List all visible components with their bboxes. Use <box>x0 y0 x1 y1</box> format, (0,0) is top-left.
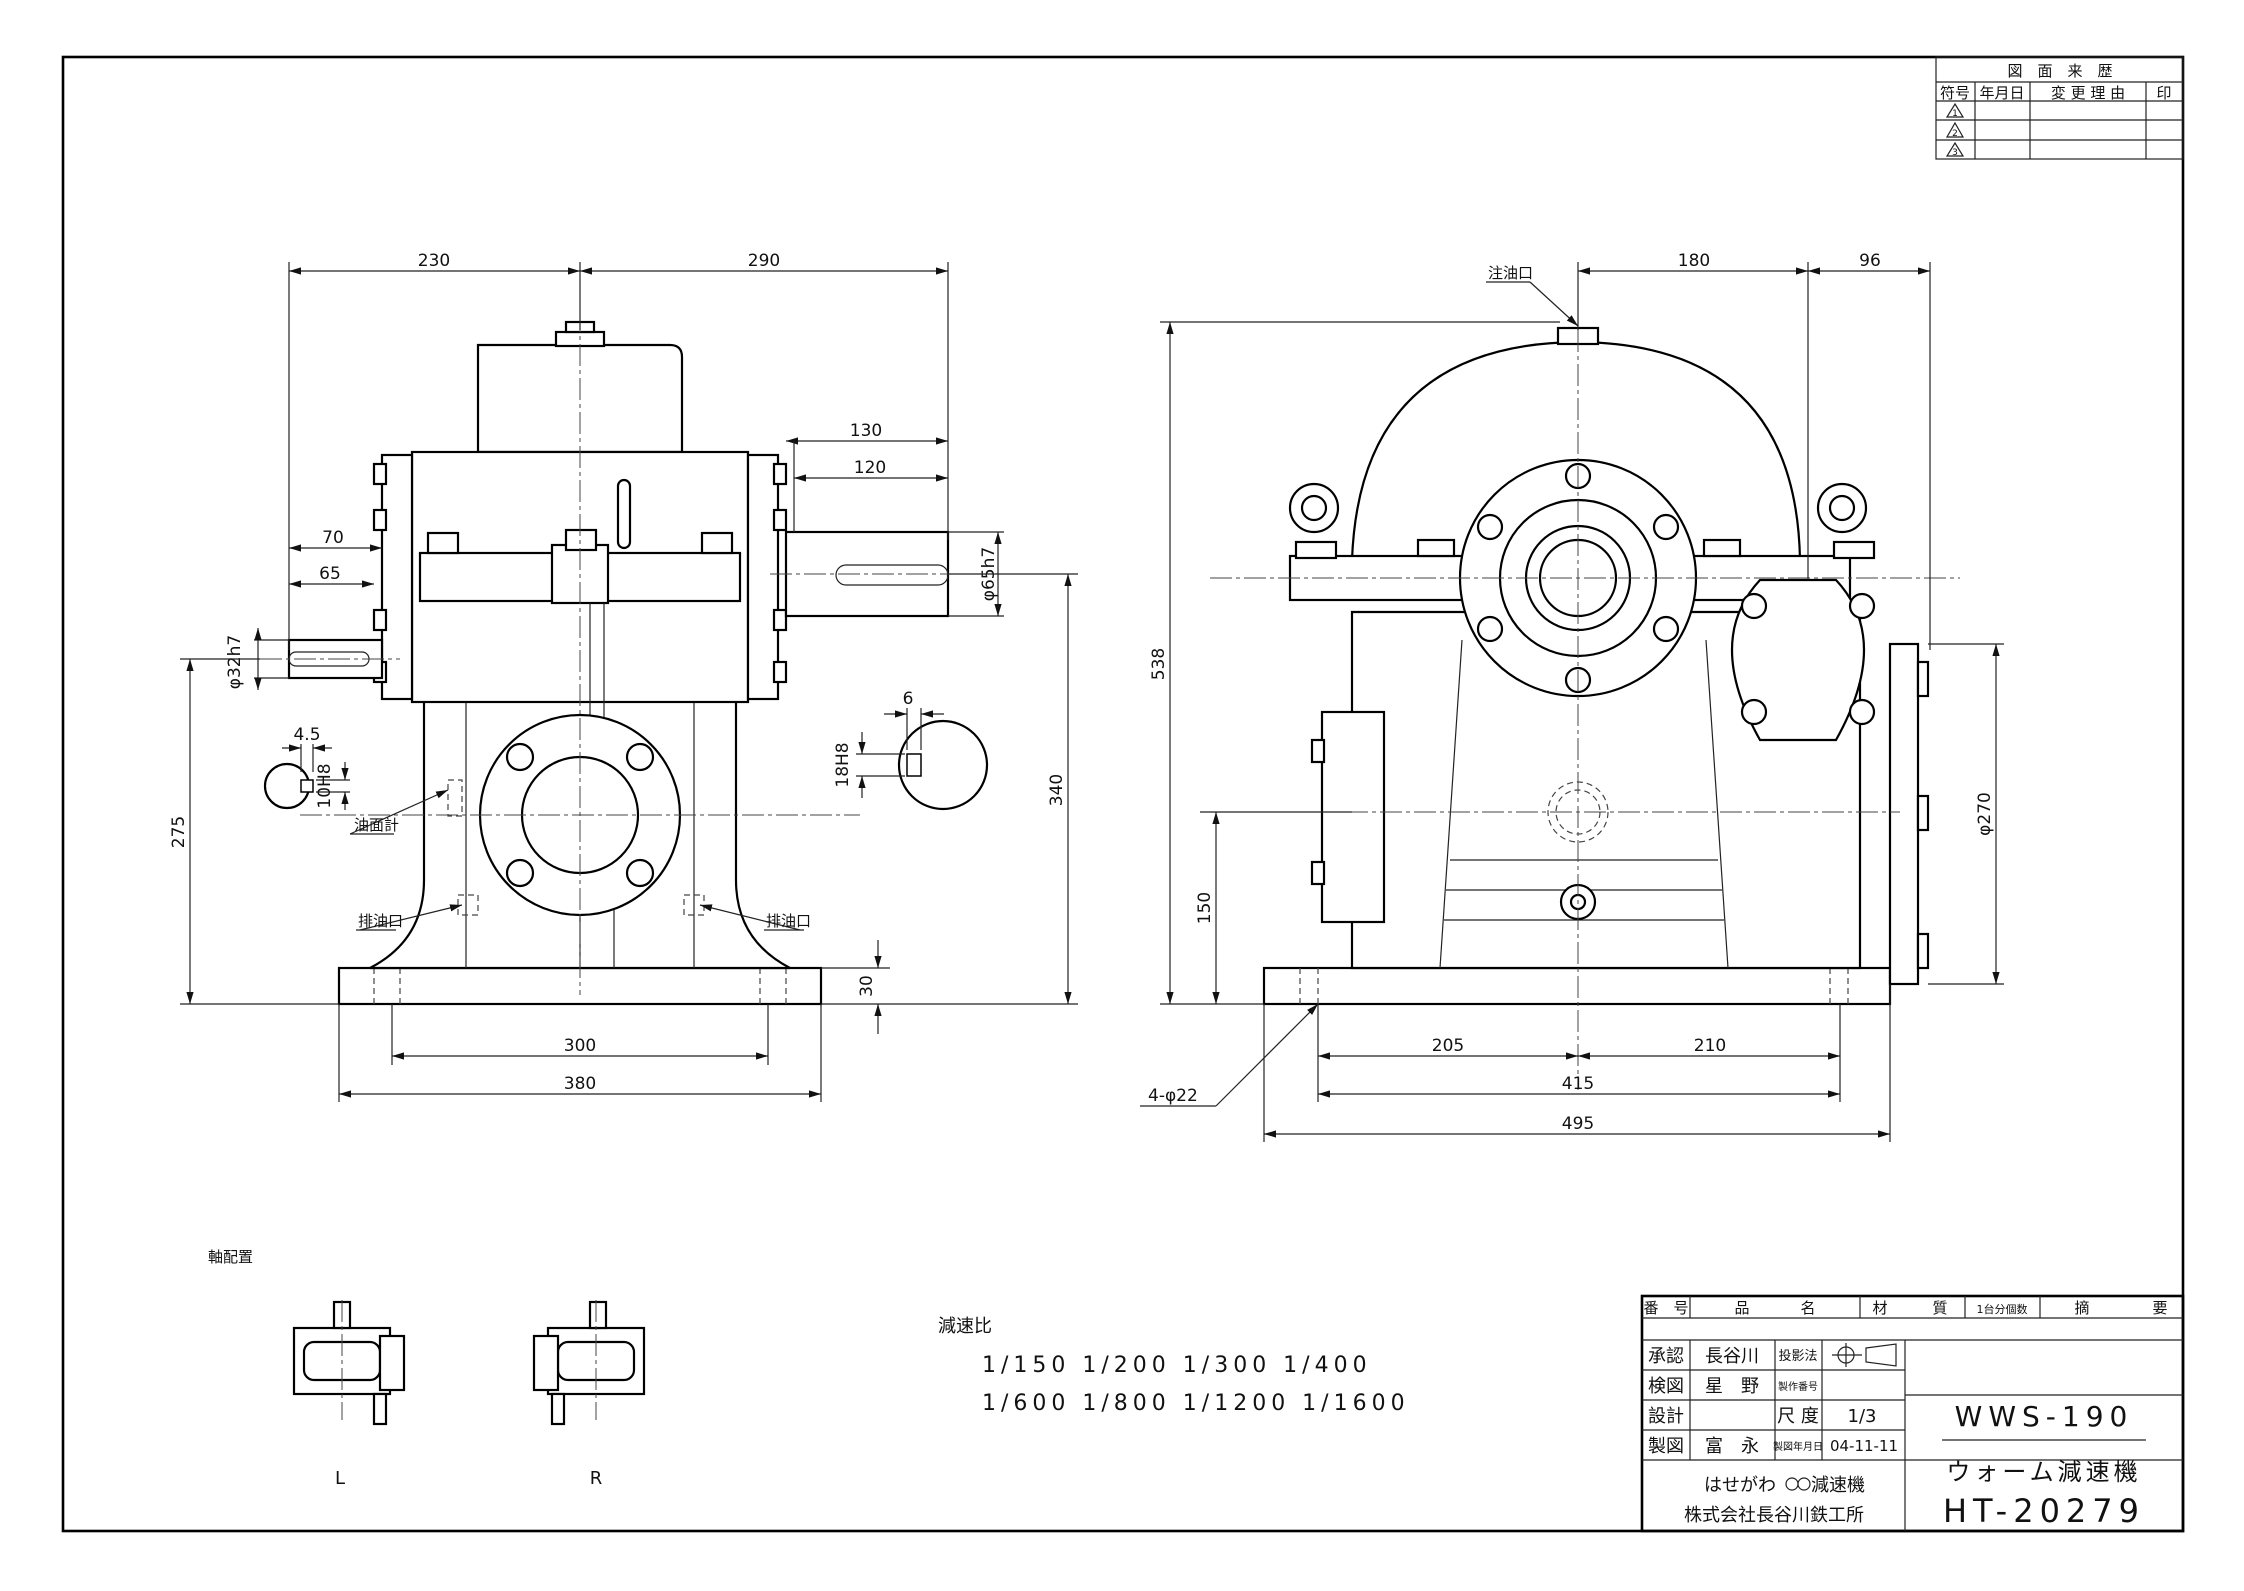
dim-495: 495 <box>1562 1114 1594 1134</box>
tb-header-material-2: 質 <box>1932 1299 1947 1317</box>
label-drain-left: 排油口 <box>358 912 403 930</box>
dim-65: 65 <box>319 564 341 584</box>
tb-header-remarks-1: 摘 <box>2074 1299 2089 1317</box>
shaft-arrangement-title: 軸配置 <box>208 1248 253 1266</box>
dim-phi32h7: φ32h7 <box>225 635 245 689</box>
svg-text:3: 3 <box>1952 148 1958 158</box>
front-view <box>260 310 989 1006</box>
dim-415: 415 <box>1562 1074 1594 1094</box>
tb-product: ウォーム減速機 <box>1946 1458 2141 1486</box>
dim-18h8: 18H8 <box>833 742 853 787</box>
revision-header-date: 年月日 <box>1979 84 2024 102</box>
dim-300: 300 <box>564 1036 596 1056</box>
svg-text:2: 2 <box>1952 129 1958 139</box>
tb-header-name-1: 品 <box>1734 1299 1749 1317</box>
dim-130: 130 <box>850 421 882 441</box>
tb-projection-label: 投影法 <box>1778 1348 1817 1364</box>
front-view-dimensions: 230 290 130 120 70 65 φ32h7 φ65h7 4.5 10… <box>169 251 1078 1102</box>
revision-mark-2: 2 <box>1945 121 1965 139</box>
tb-scale-value: 1/3 <box>1848 1406 1877 1427</box>
dim-96: 96 <box>1859 251 1881 271</box>
tb-company-line-1b: 減速機 <box>1811 1475 1865 1496</box>
label-oil-fill: 注油口 <box>1488 264 1533 282</box>
shaft-label-r: R <box>590 1468 603 1489</box>
side-view <box>1210 262 1960 1090</box>
tb-date-label: 製図年月日 <box>1773 1440 1823 1453</box>
tb-design-label: 設計 <box>1648 1406 1684 1427</box>
tb-header-remarks-2: 要 <box>2152 1299 2167 1317</box>
dim-4-phi22: 4-φ22 <box>1148 1086 1198 1106</box>
revision-header-seal: 印 <box>2156 84 2171 102</box>
reduction-title: 減速比 <box>938 1316 992 1337</box>
dim-275: 275 <box>169 816 189 848</box>
dim-4-5: 4.5 <box>293 725 320 745</box>
tb-company-line-1: はせがわ <box>1704 1475 1776 1496</box>
revision-header-mark: 符号 <box>1940 84 1970 102</box>
reduction-line-2: 1/600 1/800 1/1200 1/1600 <box>982 1391 1410 1416</box>
side-view-dimensions: 180 96 538 150 φ270 205 210 415 495 4-φ2… <box>1140 251 2004 1142</box>
revision-header-reason: 変 更 理 由 <box>2051 84 2125 102</box>
sheet-border <box>61 55 2185 1533</box>
dim-6: 6 <box>903 689 914 709</box>
reduction-ratio: 減速比 1/150 1/200 1/300 1/400 1/600 1/800 … <box>938 1316 1410 1416</box>
tb-header-number: 番 号 <box>1643 1299 1688 1317</box>
projection-symbol <box>1832 1343 1897 1367</box>
dim-210: 210 <box>1694 1036 1726 1056</box>
tb-check-name: 星 野 <box>1705 1376 1759 1397</box>
dim-230: 230 <box>418 251 450 271</box>
dim-30: 30 <box>857 975 877 997</box>
dim-205: 205 <box>1432 1036 1464 1056</box>
tb-check-label: 検図 <box>1648 1376 1684 1397</box>
company-logo <box>1785 1477 1811 1491</box>
dim-150: 150 <box>1195 892 1215 924</box>
tb-date-value: 04-11-11 <box>1830 1437 1898 1455</box>
label-oil-gauge: 油面計 <box>354 816 399 834</box>
tb-model: WWS-190 <box>1955 1400 2134 1433</box>
tb-company-line-2: 株式会社長谷川鉄工所 <box>1684 1505 1864 1526</box>
revision-table: 図 面 来 歴 符号 年月日 変 更 理 由 印 1 2 3 <box>1935 56 2184 160</box>
shaft-arrangement-r <box>532 1300 646 1426</box>
dim-340: 340 <box>1047 774 1067 806</box>
dim-120: 120 <box>854 458 886 478</box>
reduction-line-1: 1/150 1/200 1/300 1/400 <box>982 1353 1372 1378</box>
tb-mfg-no-label: 製作番号 <box>1778 1380 1818 1393</box>
dim-70: 70 <box>322 528 344 548</box>
tb-header-name-2: 名 <box>1800 1299 1815 1317</box>
tb-draw-name: 富 永 <box>1705 1436 1759 1457</box>
dim-538: 538 <box>1149 648 1169 680</box>
label-drain-right: 排油口 <box>766 912 811 930</box>
dim-10h8: 10H8 <box>315 763 335 808</box>
shaft-arrangement-l <box>292 1300 406 1426</box>
revision-mark-1: 1 <box>1945 102 1965 119</box>
shaft-label-l: L <box>335 1468 345 1489</box>
dim-380: 380 <box>564 1074 596 1094</box>
dim-phi270: φ270 <box>1975 792 1995 836</box>
revision-title: 図 面 来 歴 <box>2007 62 2112 80</box>
tb-approve-name: 長谷川 <box>1705 1346 1759 1367</box>
tb-scale-label: 尺 度 <box>1777 1406 1819 1427</box>
title-block: 番 号 品 名 材 質 1台分個数 摘 要 承認 長谷川 投影法 検図 星 野 … <box>1640 1294 2185 1533</box>
tb-drawing-number: HT-20279 <box>1943 1492 2145 1530</box>
tb-header-material-1: 材 <box>1872 1299 1887 1317</box>
dim-290: 290 <box>748 251 780 271</box>
tb-draw-label: 製図 <box>1648 1436 1684 1457</box>
revision-mark-3: 3 <box>1945 141 1965 158</box>
tb-approve-label: 承認 <box>1648 1346 1684 1367</box>
shaft-arrangement: 軸配置 L R <box>208 1248 646 1489</box>
dim-180: 180 <box>1678 251 1710 271</box>
tb-header-qty: 1台分個数 <box>1977 1302 2028 1316</box>
svg-text:1: 1 <box>1952 109 1958 119</box>
